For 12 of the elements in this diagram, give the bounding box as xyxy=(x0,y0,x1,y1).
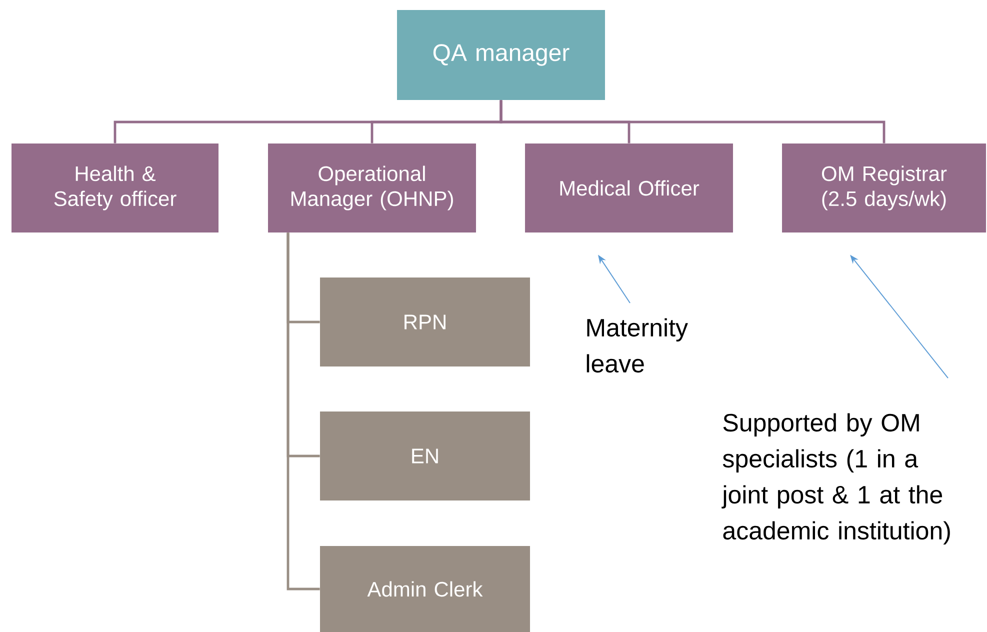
staff-box: RPN xyxy=(320,278,530,366)
connector-line xyxy=(500,100,886,144)
manager-box: QA manager xyxy=(397,10,605,100)
role-box: Health & Safety officer xyxy=(12,144,218,232)
note-text: Maternity leave xyxy=(586,318,688,373)
staff-box: EN xyxy=(320,412,530,500)
role-box: OM Registrar (2.5 days/wk) xyxy=(782,144,986,232)
staff-box: Admin Clerk xyxy=(320,546,530,632)
note-text: Supported by OM specialists (1 in a joint post & 1 at the academic institution) xyxy=(722,413,950,544)
connector-line xyxy=(286,232,320,590)
role-box: Medical Officer xyxy=(525,144,733,232)
role-box: Operational Manager (OHNP) xyxy=(268,144,476,232)
